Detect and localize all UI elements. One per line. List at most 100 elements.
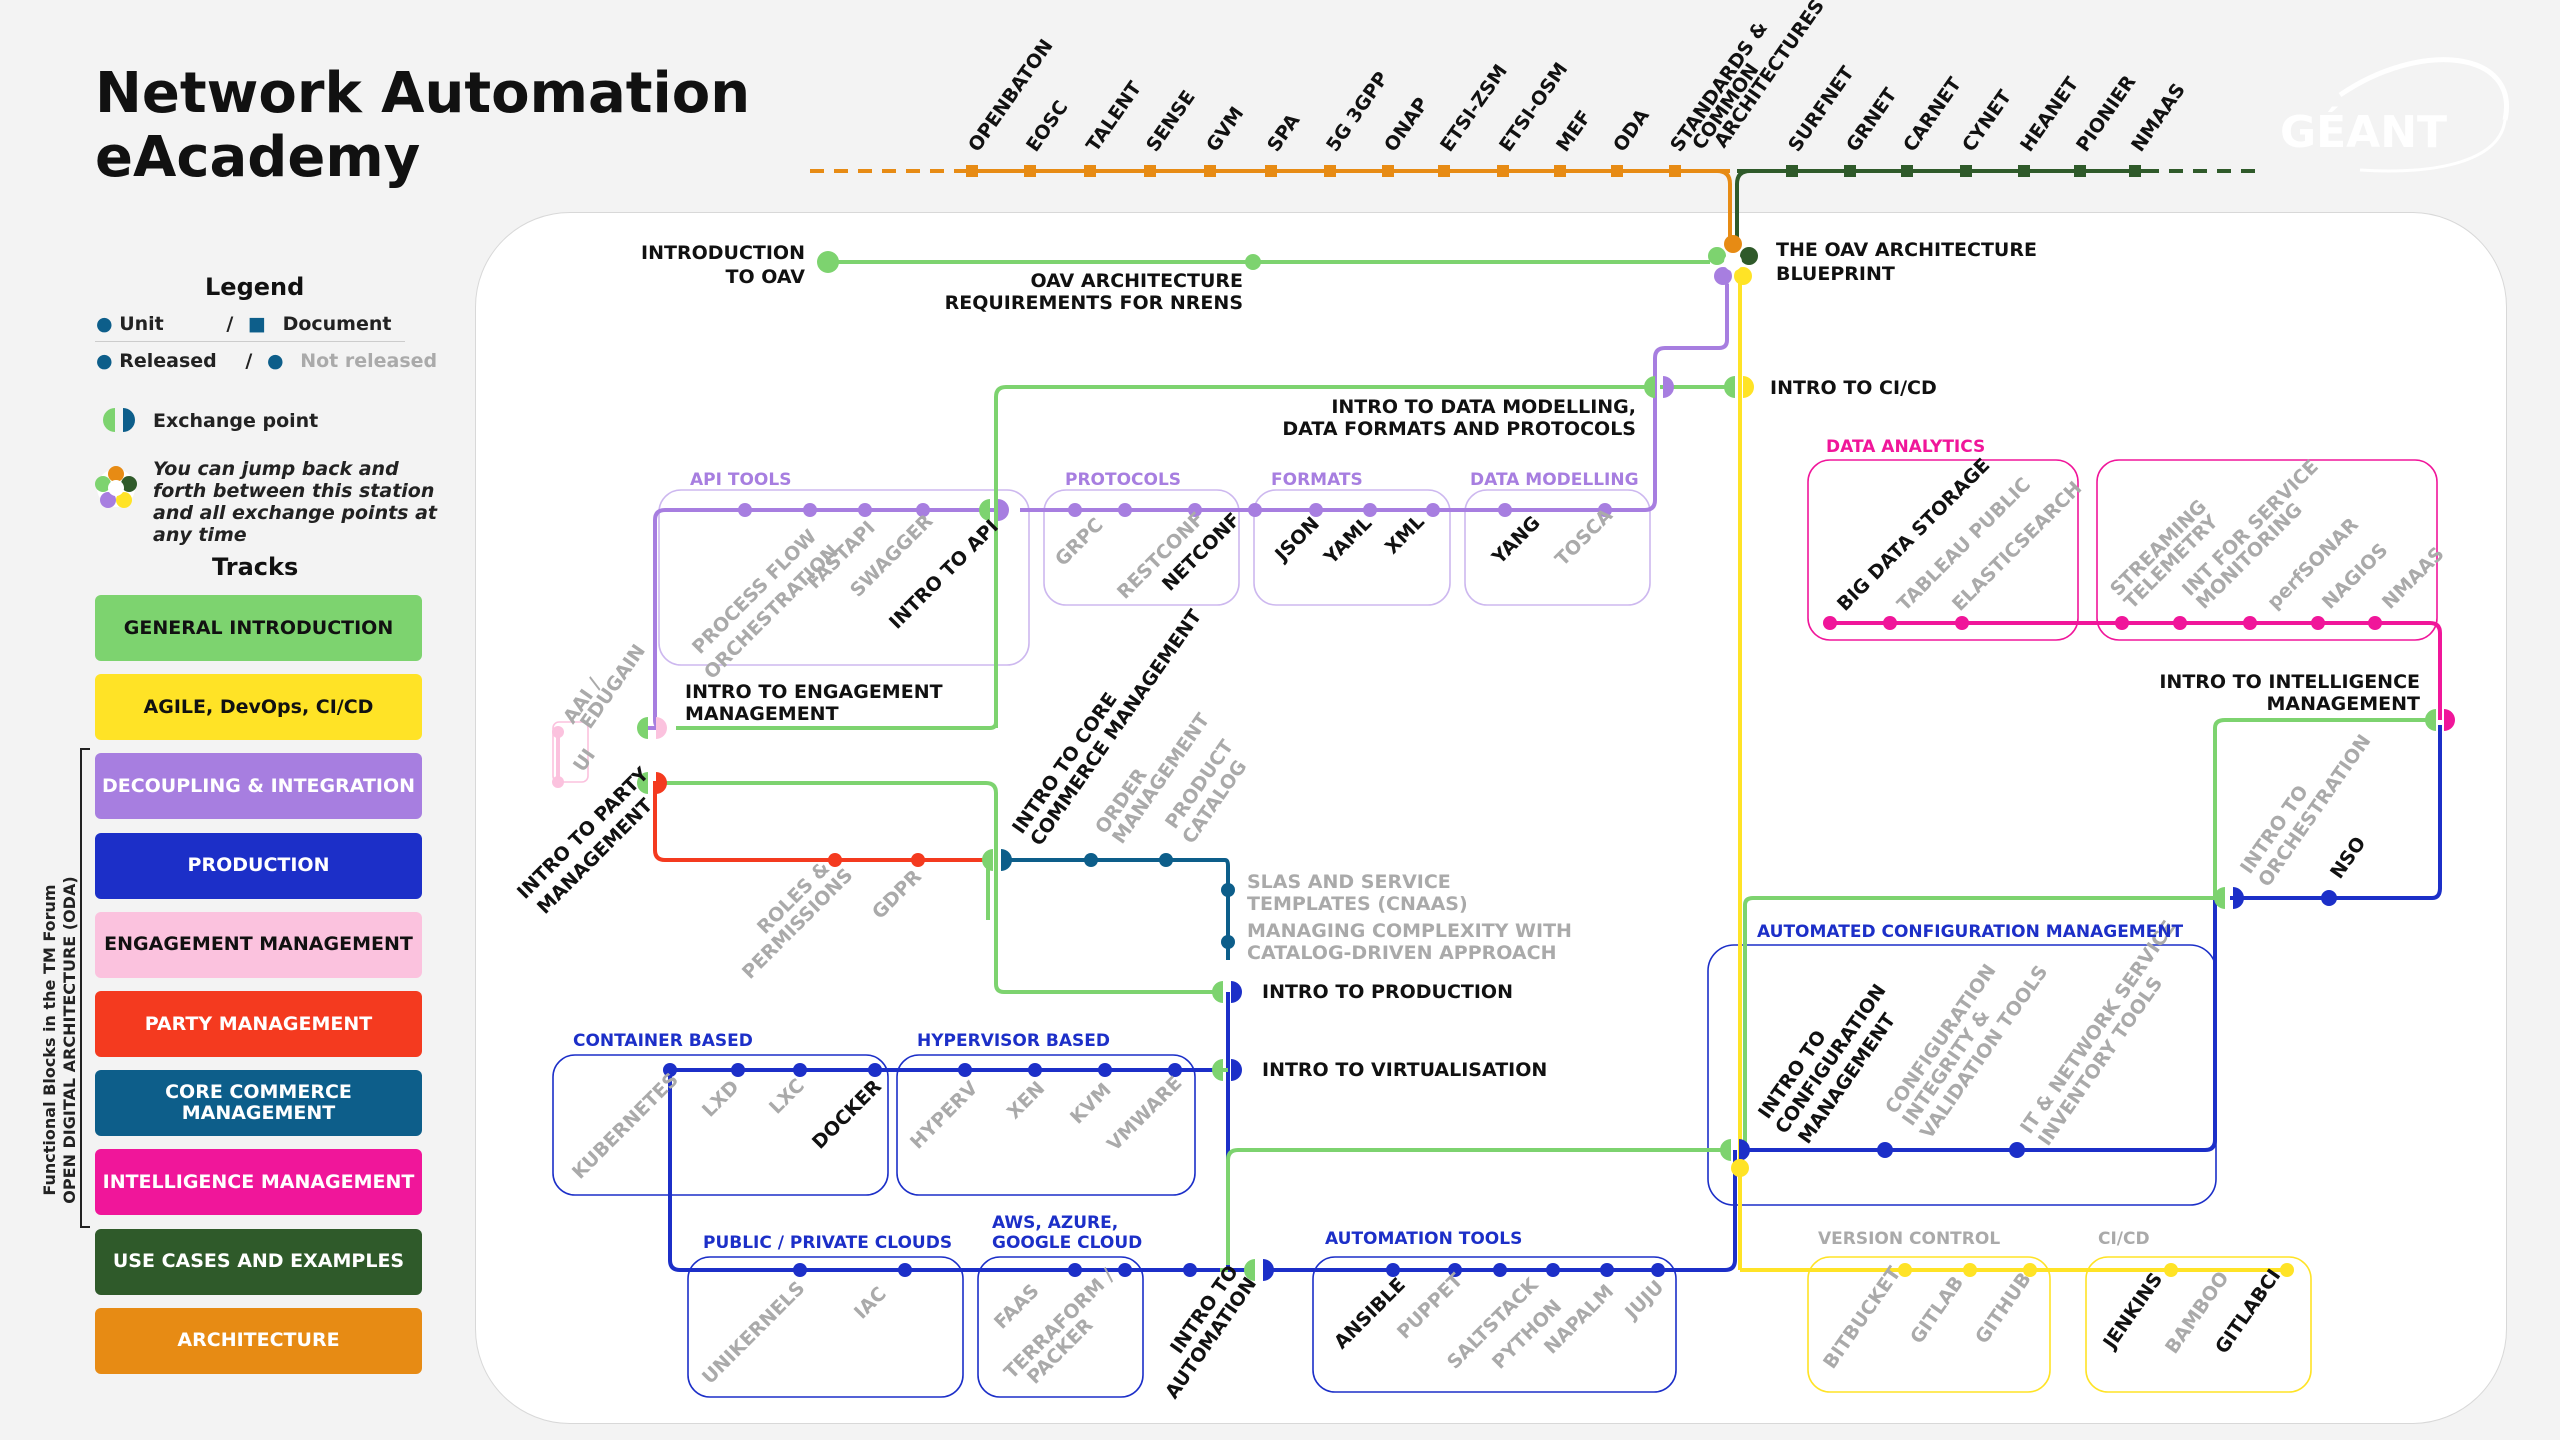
unit-dot-icon: ● <box>96 313 113 335</box>
clouds-title: PUBLIC / PRIVATE CLOUDS <box>703 1233 952 1253</box>
group-stop <box>2311 616 2325 630</box>
rotated-label-items-2: XML <box>1381 511 1429 559</box>
group-stop <box>898 1263 912 1277</box>
exchange-party <box>637 772 667 794</box>
group-stop <box>868 1063 882 1077</box>
group-stop <box>2023 1263 2037 1277</box>
legend-divider <box>95 341 405 342</box>
group-stop <box>1188 503 1202 517</box>
group-stop <box>2243 616 2257 630</box>
track-general-introduction: GENERAL INTRODUCTION <box>95 595 422 661</box>
exchange-data-modelling <box>1644 376 1674 398</box>
auto-config-title: AUTOMATED CONFIGURATION MANAGEMENT <box>1757 922 2184 942</box>
architecture-stop <box>966 165 978 177</box>
protocols-title: PROTOCOLS <box>1065 470 1181 490</box>
title-line-1: Network Automation <box>95 61 751 126</box>
legend-row-unit: ● Unit / ■ Document <box>96 313 392 335</box>
architecture-stop <box>1669 165 1681 177</box>
group-stop <box>731 1063 745 1077</box>
map-panel <box>475 212 2507 1424</box>
use-cases-line <box>1735 169 2265 238</box>
label-intelligence-2: MANAGEMENT <box>2266 693 2420 715</box>
use-case-stop <box>1786 165 1798 177</box>
architecture-label: MEF <box>1552 106 1596 155</box>
track-production: PRODUCTION <box>95 832 422 899</box>
architecture-label: EOSC <box>1022 97 1073 156</box>
group-stop <box>1183 1263 1197 1277</box>
exchange-engagement <box>637 717 667 739</box>
legend-jump-icon <box>95 466 137 508</box>
architecture-stop <box>1204 165 1216 177</box>
legend-exchange: Exchange point <box>153 410 319 432</box>
track-agile-devops-ci-cd: AGILE, DevOps, CI/CD <box>95 674 422 741</box>
rotated-label-items-0: JSON <box>1270 513 1324 567</box>
label-intro-oav-1: INTRODUCTION <box>641 242 805 264</box>
architecture-label: SPA <box>1263 110 1304 156</box>
architecture-stop <box>1024 165 1036 177</box>
rotated-label-items-0: BITBUCKET <box>1819 1263 1905 1373</box>
legend-not-released: Not released <box>300 350 438 372</box>
rotated-label-items-3: DOCKER <box>808 1075 886 1153</box>
group-stop <box>793 1063 807 1077</box>
group-stop <box>1598 503 1612 517</box>
architecture-stop <box>1265 165 1277 177</box>
label-virtualisation: INTRO TO VIRTUALISATION <box>1262 1059 1547 1081</box>
group-stop <box>958 1063 972 1077</box>
rotated-label-stations-ui: UI <box>569 745 600 776</box>
label-intelligence-1: INTRO TO INTELLIGENCE <box>2159 671 2420 693</box>
station-labels: INTRODUCTION TO OAV OAV ARCHITECTURE REQ… <box>641 239 2420 1081</box>
label-data-modelling-1: INTRO TO DATA MODELLING, <box>1331 396 1636 418</box>
legend-title: Legend <box>205 273 305 301</box>
rotated-label-stations-gdpr: GDPR <box>868 865 926 923</box>
page-title: Network Automation eAcademy <box>95 62 750 190</box>
rotated-label-items-0: JENKINS <box>2098 1269 2167 1355</box>
architecture-stop <box>1497 165 1509 177</box>
exchange-orchestration <box>2214 887 2244 909</box>
track-decoupling-integration: DECOUPLING & INTEGRATION <box>95 753 422 820</box>
group-stop <box>1600 1263 1614 1277</box>
use-case-stop <box>2018 165 2030 177</box>
exchange-production <box>1212 981 1242 1003</box>
rotated-label-items-1: LXD <box>698 1076 744 1122</box>
hypervisor-title: HYPERVISOR BASED <box>917 1031 1110 1051</box>
exchange-automation <box>1244 1259 1274 1281</box>
use-case-stop <box>1901 165 1913 177</box>
rotated-label-items-2: LXC <box>765 1075 809 1119</box>
rotated-label-items-1: PUPPET <box>1393 1269 1467 1343</box>
group-stop <box>1118 1263 1132 1277</box>
rotated-label-items-1: XEN <box>1003 1077 1049 1123</box>
group-boxes <box>552 459 2438 1398</box>
group-stop <box>2115 616 2129 630</box>
use-case-label: NMAAS <box>2127 79 2190 155</box>
geant-logo-text: GÉANT <box>2280 105 2447 158</box>
unreleased-dot-icon: ● <box>266 350 284 372</box>
rotated-label-items-0: KUBERNETES <box>568 1069 683 1184</box>
group-stop <box>1068 1263 1082 1277</box>
label-slas-1: SLAS AND SERVICE <box>1247 871 1451 893</box>
aws-title-1: AWS, AZURE, <box>992 1213 1118 1233</box>
architecture-label: ODA <box>1609 105 1654 156</box>
group-stop <box>1955 616 1969 630</box>
track-use-cases-and-examples: USE CASES AND EXAMPLES <box>95 1228 422 1295</box>
use-case-stop <box>2074 165 2086 177</box>
track-intelligence-management: INTELLIGENCE MANAGEMENT <box>95 1149 422 1216</box>
rotated-label-items-4: INVENTORY TOOLS <box>2034 973 2167 1150</box>
group-stop <box>1248 503 1262 517</box>
group-stop <box>858 503 872 517</box>
container-title: CONTAINER BASED <box>573 1031 753 1051</box>
rotated-label-items-3: VMWARE <box>1103 1072 1186 1155</box>
group-stop <box>1898 1263 1912 1277</box>
data-analytics-title: DATA ANALYTICS <box>1826 437 1985 457</box>
use-case-label: CYNET <box>1958 86 2016 156</box>
architecture-stop <box>1324 165 1336 177</box>
group-stop <box>916 503 930 517</box>
group-stop <box>1883 616 1897 630</box>
label-slas-2: TEMPLATES (CNAAS) <box>1247 893 1468 915</box>
document-square-icon: ■ <box>247 313 266 335</box>
group-stop <box>1498 503 1512 517</box>
rotated-label-items-1: TOSCA <box>1551 504 1617 570</box>
rotated-label-items-0: YANG <box>1487 512 1544 569</box>
group-stops <box>663 503 2382 1277</box>
